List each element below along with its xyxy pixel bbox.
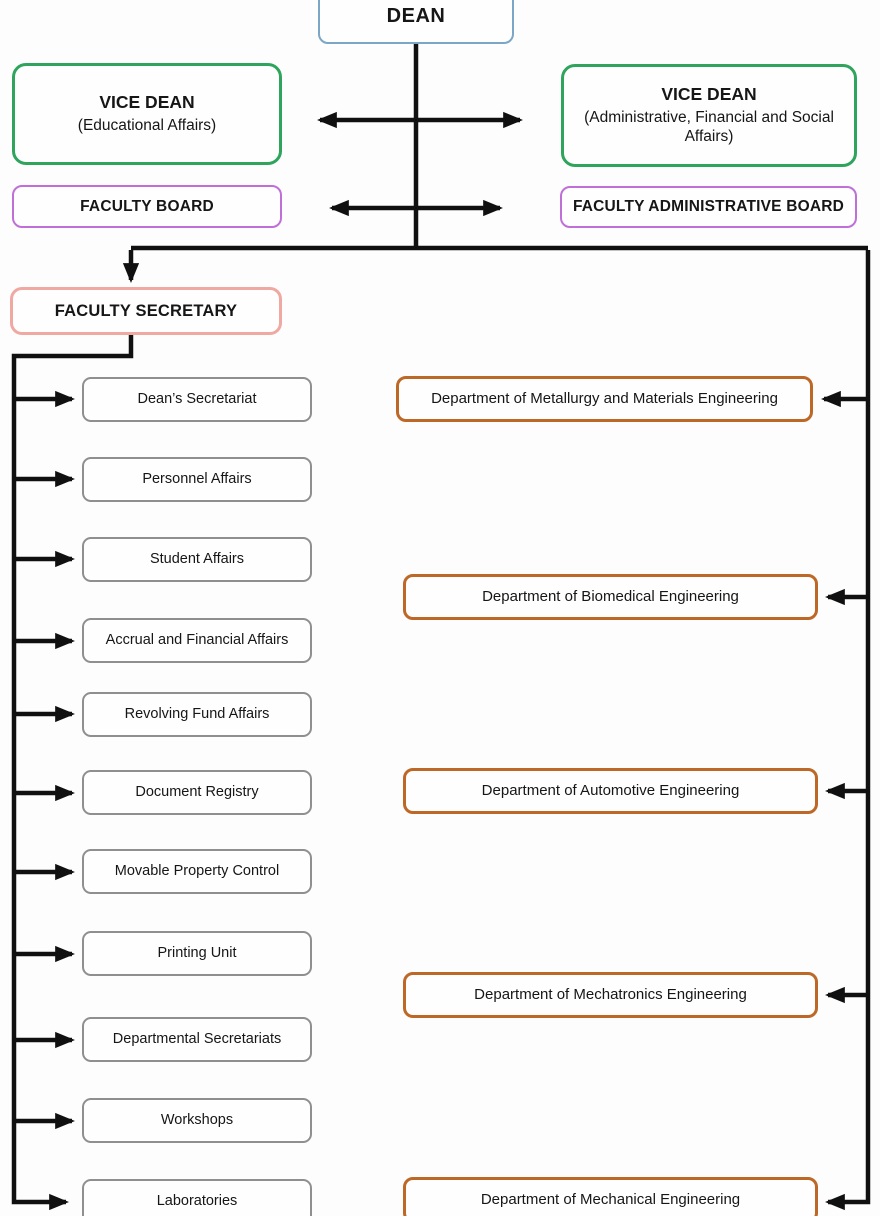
unit-label: Accrual and Financial Affairs xyxy=(105,632,289,649)
dept-label: Department of Mechatronics Engineering xyxy=(474,985,747,1003)
node-vice-dean-administrative: VICE DEAN (Administrative, Financial and… xyxy=(561,64,857,167)
unit-label: Revolving Fund Affairs xyxy=(124,706,270,723)
vice-dean-educational-title: VICE DEAN xyxy=(99,92,195,113)
unit-label: Personnel Affairs xyxy=(142,471,252,488)
unit-label: Workshops xyxy=(160,1112,234,1129)
node-dept-metallurgy-materials: Department of Metallurgy and Materials E… xyxy=(396,376,813,422)
connector-right-rail xyxy=(825,250,871,1211)
node-dean: DEAN xyxy=(318,0,514,44)
connector-left-rail xyxy=(11,335,134,1211)
node-dean-label: DEAN xyxy=(386,5,446,27)
dept-label: Department of Automotive Engineering xyxy=(481,781,740,799)
node-faculty-administrative-board: FACULTY ADMINISTRATIVE BOARD xyxy=(560,186,857,228)
node-unit-personnel-affairs: Personnel Affairs xyxy=(82,457,312,502)
unit-label: Dean’s Secretariat xyxy=(137,391,257,408)
node-faculty-board: FACULTY BOARD xyxy=(12,185,282,228)
unit-label: Laboratories xyxy=(156,1193,238,1210)
node-unit-document-registry: Document Registry xyxy=(82,770,312,815)
vice-dean-administrative-title: VICE DEAN xyxy=(661,84,757,105)
unit-label: Document Registry xyxy=(135,784,259,801)
dept-label: Department of Biomedical Engineering xyxy=(482,587,739,605)
node-unit-workshops: Workshops xyxy=(82,1098,312,1143)
dept-label: Department of Mechanical Engineering xyxy=(480,1190,741,1208)
unit-label: Printing Unit xyxy=(157,945,237,962)
faculty-board-label: FACULTY BOARD xyxy=(80,197,214,215)
node-unit-laboratories: Laboratories xyxy=(82,1179,312,1216)
node-unit-revolving-fund-affairs: Revolving Fund Affairs xyxy=(82,692,312,737)
node-unit-printing-unit: Printing Unit xyxy=(82,931,312,976)
faculty-secretary-label: FACULTY SECRETARY xyxy=(54,301,238,320)
unit-label: Departmental Secretariats xyxy=(112,1031,282,1048)
node-unit-departmental-secretariats: Departmental Secretariats xyxy=(82,1017,312,1062)
node-unit-movable-property-control: Movable Property Control xyxy=(82,849,312,894)
node-dept-automotive: Department of Automotive Engineering xyxy=(403,768,818,814)
node-unit-deans-secretariat: Dean’s Secretariat xyxy=(82,377,312,422)
node-dept-mechanical: Department of Mechanical Engineering xyxy=(403,1177,818,1216)
faculty-administrative-board-label: FACULTY ADMINISTRATIVE BOARD xyxy=(572,198,845,216)
node-dept-mechatronics: Department of Mechatronics Engineering xyxy=(403,972,818,1018)
node-unit-accrual-financial-affairs: Accrual and Financial Affairs xyxy=(82,618,312,663)
node-dept-biomedical: Department of Biomedical Engineering xyxy=(403,574,818,620)
node-faculty-secretary: FACULTY SECRETARY xyxy=(10,287,282,335)
dept-label: Department of Metallurgy and Materials E… xyxy=(431,389,778,407)
vice-dean-administrative-subtitle: (Administrative, Financial and Social Af… xyxy=(584,109,834,146)
unit-label: Student Affairs xyxy=(149,551,245,568)
node-unit-student-affairs: Student Affairs xyxy=(82,537,312,582)
vice-dean-educational-subtitle: (Educational Affairs) xyxy=(77,117,217,135)
unit-label: Movable Property Control xyxy=(114,863,280,880)
node-vice-dean-educational: VICE DEAN (Educational Affairs) xyxy=(12,63,282,165)
